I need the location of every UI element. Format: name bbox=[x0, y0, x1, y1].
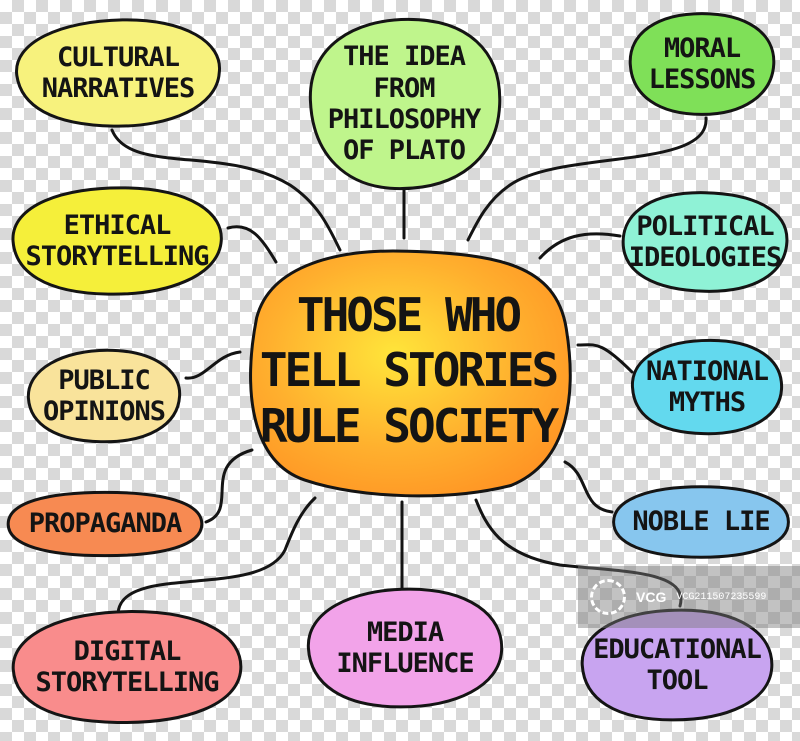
node-label: THE IDEA FROM PHILOSOPHY OF PLATO bbox=[327, 41, 482, 167]
connector-ethical-storytelling bbox=[226, 225, 278, 264]
node-digital-storytelling: DIGITAL STORYTELLING bbox=[6, 604, 248, 730]
node-label: EDUCATIONAL TOOL bbox=[593, 633, 762, 696]
node-label: MEDIA INFLUENCE bbox=[336, 616, 474, 679]
node-idea-from-plato: THE IDEA FROM PHILOSOPHY OF PLATO bbox=[300, 14, 508, 194]
connector-moral-lessons bbox=[466, 116, 708, 242]
node-public-opinions: PUBLIC OPINIONS bbox=[20, 344, 188, 448]
node-propaganda: PROPAGANDA bbox=[2, 488, 208, 560]
node-label: PUBLIC OPINIONS bbox=[42, 364, 166, 427]
node-noble-lie: NOBLE LIE bbox=[608, 482, 794, 562]
watermark-logo-icon bbox=[590, 579, 626, 615]
node-label: NATIONAL MYTHS bbox=[645, 355, 769, 418]
connector-noble-lie bbox=[563, 460, 614, 514]
node-moral-lessons: MORAL LESSONS bbox=[624, 8, 780, 120]
node-national-myths: NATIONAL MYTHS bbox=[626, 334, 788, 440]
node-political-ideologies: POLITICAL IDEOLOGIES bbox=[616, 186, 794, 298]
node-label: PROPAGANDA bbox=[28, 508, 183, 540]
node-label: NOBLE LIE bbox=[632, 506, 770, 538]
connector-national-myths bbox=[576, 343, 634, 374]
central-topic: THOSE WHO TELL STORIES RULE SOCIETY bbox=[236, 238, 580, 504]
connector-public-opinions bbox=[184, 350, 242, 380]
connector-cultural-narratives bbox=[110, 128, 342, 252]
node-media-influence: MEDIA INFLUENCE bbox=[300, 584, 510, 712]
watermark-logo-text: VCG bbox=[636, 589, 667, 605]
node-educational-tool: EDUCATIONAL TOOL bbox=[574, 604, 780, 726]
connector-political-ideologies bbox=[538, 232, 622, 260]
node-ethical-storytelling: ETHICAL STORYTELLING bbox=[4, 182, 230, 300]
node-label: DIGITAL STORYTELLING bbox=[35, 635, 219, 698]
watermark: VCG VCG211507235599 bbox=[578, 566, 800, 628]
connector-digital-storytelling bbox=[116, 496, 317, 617]
node-label: POLITICAL IDEOLOGIES bbox=[628, 210, 783, 273]
node-cultural-narratives: CULTURAL NARRATIVES bbox=[8, 14, 228, 132]
node-label: CULTURAL NARRATIVES bbox=[41, 41, 196, 104]
node-label: MORAL LESSONS bbox=[648, 32, 757, 95]
central-topic-label: THOSE WHO TELL STORIES RULE SOCIETY bbox=[259, 288, 559, 453]
node-label: ETHICAL STORYTELLING bbox=[25, 209, 209, 272]
connector-educational-tool bbox=[474, 498, 683, 608]
watermark-id: VCG211507235599 bbox=[676, 591, 767, 603]
connector-propaganda bbox=[204, 448, 254, 524]
